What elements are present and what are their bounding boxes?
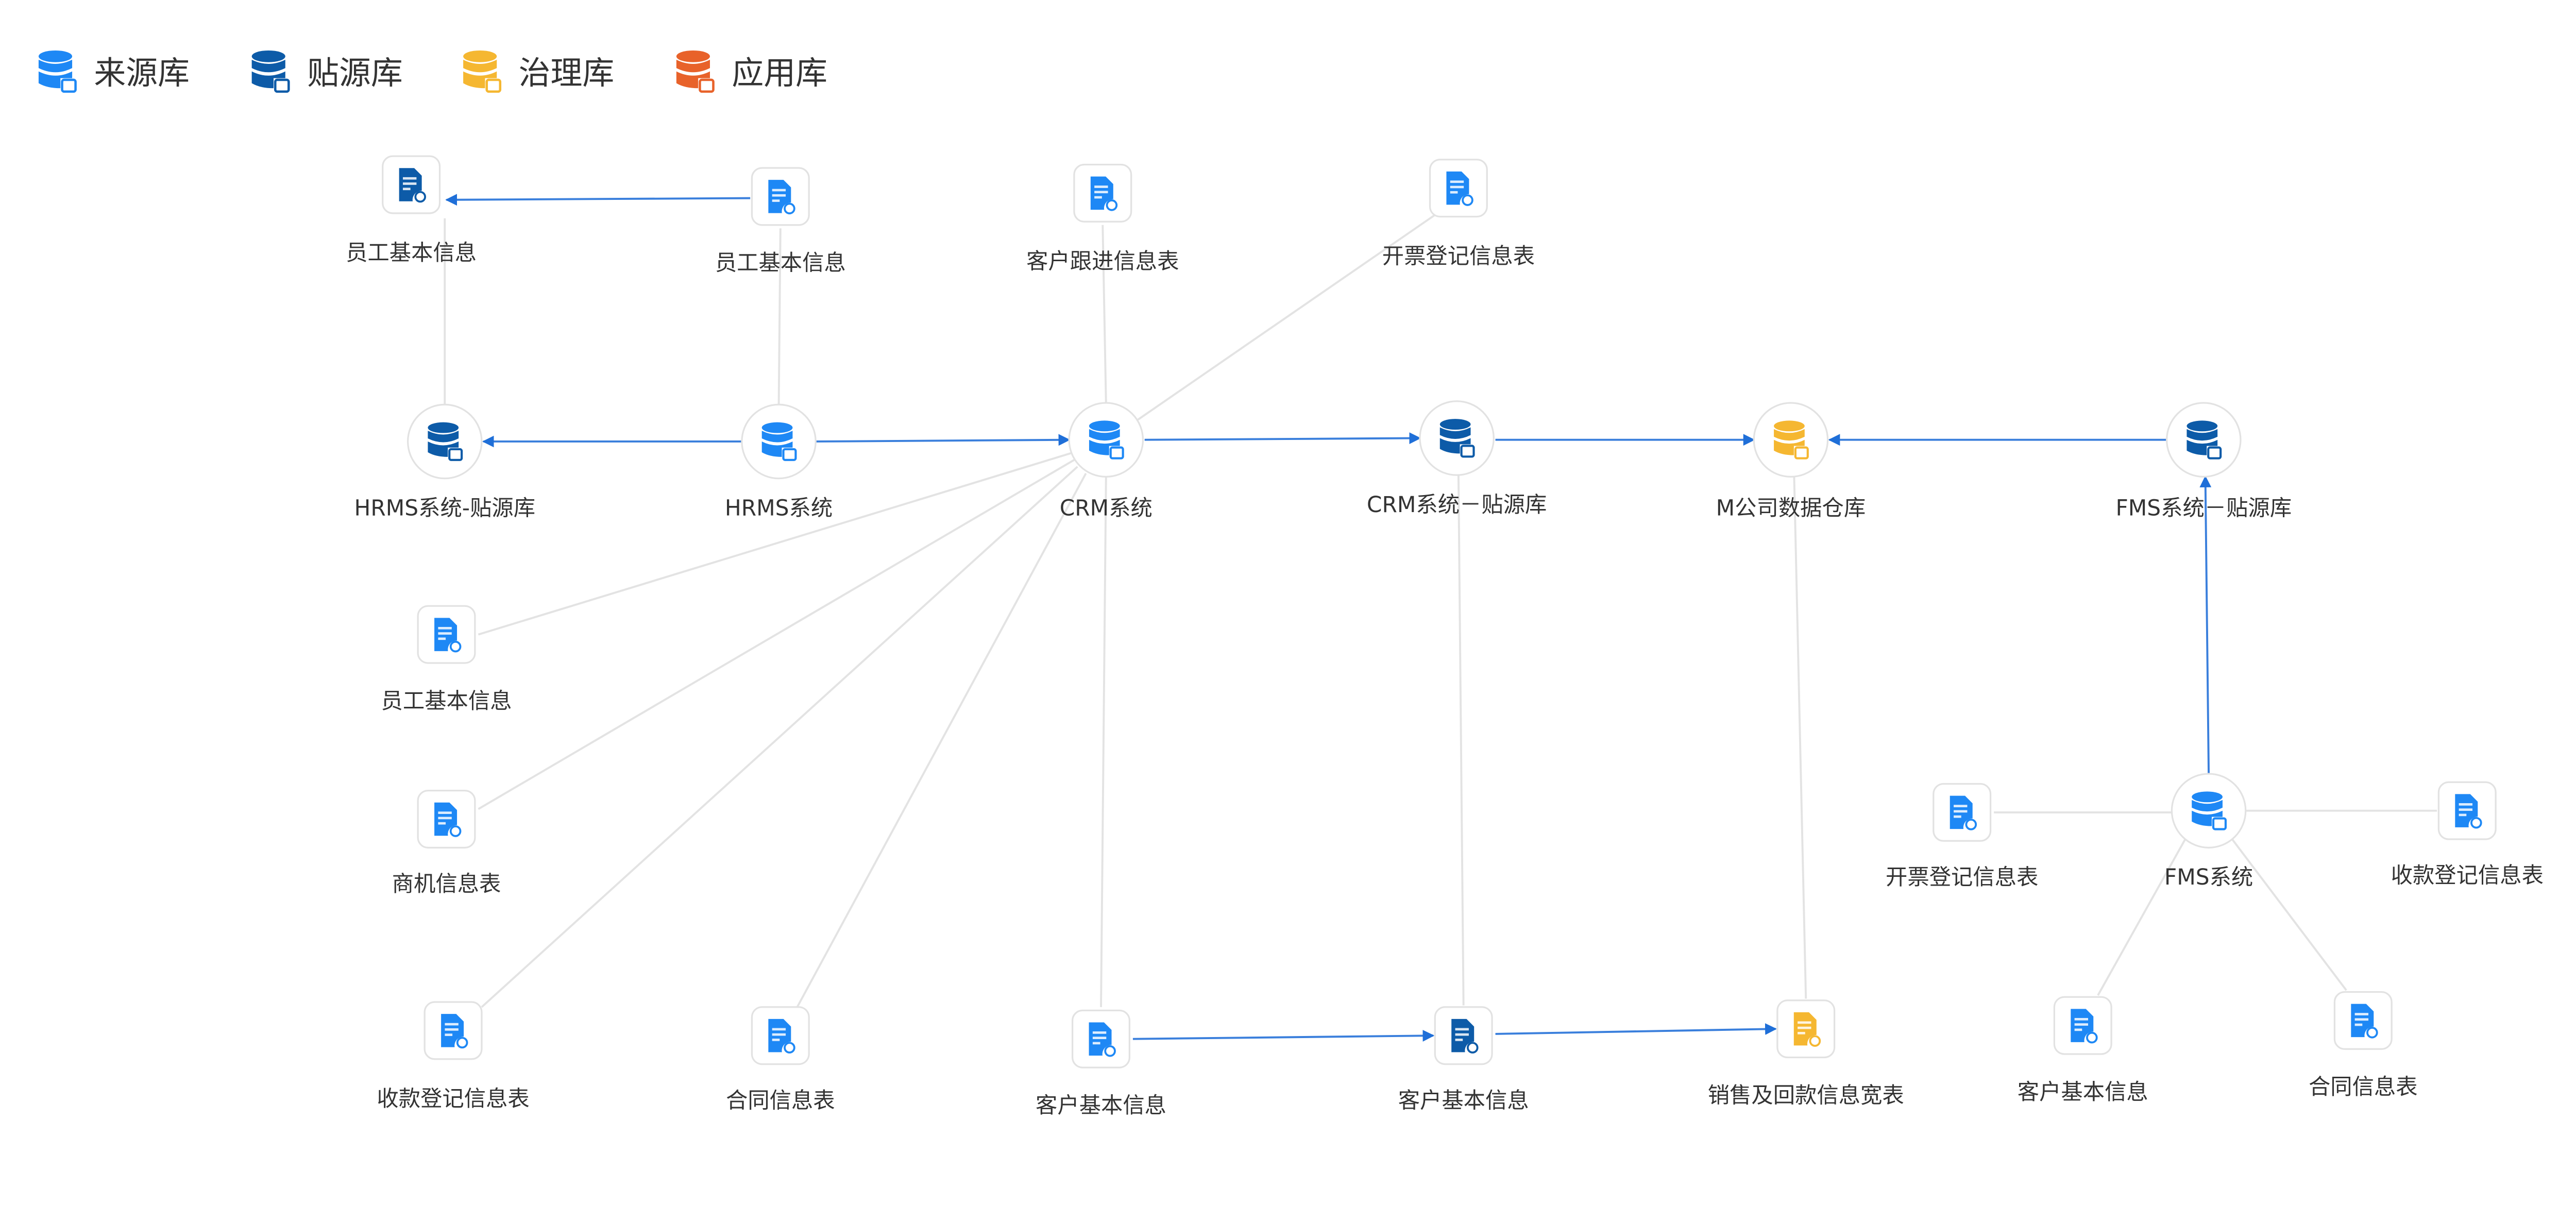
node-label: 客户跟进信息表 — [1026, 248, 1179, 274]
node-label: HRMS系统-贴源库 — [354, 495, 536, 520]
relation-edges — [444, 214, 2437, 1008]
edge — [481, 466, 1078, 1008]
table-node[interactable]: 员工基本信息 — [381, 605, 512, 714]
application-db-icon — [676, 50, 714, 92]
legend-item-governance[interactable]: 治理库 — [463, 50, 614, 92]
node-label: HRMS系统 — [725, 495, 833, 520]
db-node-hrms-paste[interactable]: HRMS系统-贴源库 — [354, 403, 536, 520]
node-label: 开票登记信息表 — [1382, 244, 1535, 269]
db-node-fms[interactable]: FMS系统 — [2164, 773, 2253, 890]
node-label: 开票登记信息表 — [1886, 864, 2038, 890]
table-node[interactable]: 客户基本信息 — [1036, 1009, 1166, 1118]
legend-item-source[interactable]: 来源库 — [39, 50, 190, 92]
node-label: 客户基本信息 — [1036, 1093, 1166, 1118]
db-node-hrms[interactable]: HRMS系统 — [725, 403, 833, 520]
edge — [1100, 477, 1107, 1007]
flow-arrow — [2199, 476, 2212, 774]
node-label: 员工基本信息 — [381, 688, 512, 714]
node-label: M公司数据仓库 — [1716, 495, 1866, 520]
edge — [2097, 839, 2187, 996]
table-node[interactable]: 收款登记信息表 — [377, 1001, 530, 1111]
db-node-crm[interactable]: CRM系统 — [1060, 402, 1153, 520]
legend-label: 治理库 — [519, 55, 615, 92]
node-label: 员工基本信息 — [715, 250, 846, 276]
flow-arrow — [1144, 432, 1421, 444]
edge — [1793, 477, 1807, 999]
node-label: 收款登记信息表 — [377, 1086, 529, 1111]
node-label: 合同信息表 — [726, 1088, 835, 1113]
table-node[interactable]: 客户基本信息 — [1398, 1006, 1529, 1113]
node-label: CRM系统－贴源库 — [1367, 492, 1547, 517]
table-node[interactable]: 员工基本信息 — [715, 167, 846, 276]
flow-arrow — [1495, 1023, 1777, 1035]
table-node[interactable]: 客户跟进信息表 — [1026, 163, 1179, 274]
node-label: CRM系统 — [1060, 495, 1153, 520]
node-label: 客户基本信息 — [1398, 1088, 1529, 1113]
legend-label: 贴源库 — [307, 55, 403, 92]
table-node[interactable]: 合同信息表 — [726, 1006, 835, 1113]
edge — [796, 472, 1087, 1008]
node-label: 员工基本信息 — [346, 240, 477, 265]
node-label: 客户基本信息 — [2018, 1079, 2148, 1105]
db-node-fms-paste[interactable]: FMS系统－贴源库 — [2115, 402, 2292, 520]
table-node[interactable]: 开票登记信息表 — [1886, 783, 2038, 890]
node-label: 合同信息表 — [2309, 1074, 2418, 1099]
flow-arrow — [445, 194, 751, 206]
table-node[interactable]: 客户基本信息 — [2018, 996, 2148, 1105]
db-node-crm-paste[interactable]: CRM系统－贴源库 — [1367, 400, 1547, 517]
governance-db-icon — [463, 50, 500, 92]
node-label: FMS系统－贴源库 — [2115, 495, 2292, 520]
flow-edges — [445, 194, 2212, 1042]
flow-arrow — [1132, 1030, 1435, 1042]
flow-arrow — [816, 434, 1071, 446]
legend-item-application[interactable]: 应用库 — [676, 50, 827, 92]
source-db-icon — [39, 50, 76, 92]
edge — [777, 228, 782, 405]
edge — [1137, 214, 1436, 421]
edge — [2231, 838, 2347, 991]
table-node[interactable]: 员工基本信息 — [346, 155, 477, 265]
table-node[interactable]: 销售及回款信息宽表 — [1708, 999, 1904, 1108]
paste-db-icon — [252, 50, 289, 92]
node-label: 销售及回款信息宽表 — [1708, 1082, 1904, 1108]
node-label: 商机信息表 — [392, 871, 501, 896]
table-node[interactable]: 合同信息表 — [2309, 991, 2418, 1099]
node-label: FMS系统 — [2164, 864, 2253, 890]
legend-item-paste[interactable]: 贴源库 — [252, 50, 403, 92]
edge — [1101, 225, 1107, 403]
table-node[interactable]: 开票登记信息表 — [1382, 159, 1535, 269]
node-label: 收款登记信息表 — [2391, 863, 2544, 888]
legend-label: 应用库 — [732, 55, 827, 92]
table-node[interactable]: 收款登记信息表 — [2391, 781, 2544, 888]
edge — [1457, 475, 1465, 1006]
legend: 来源库 贴源库 治理库 应用库 — [39, 50, 827, 92]
table-node[interactable]: 商机信息表 — [392, 789, 501, 896]
edge — [478, 459, 1075, 810]
db-node-warehouse[interactable]: M公司数据仓库 — [1716, 402, 1866, 520]
edge — [478, 452, 1071, 636]
legend-label: 来源库 — [94, 55, 190, 92]
